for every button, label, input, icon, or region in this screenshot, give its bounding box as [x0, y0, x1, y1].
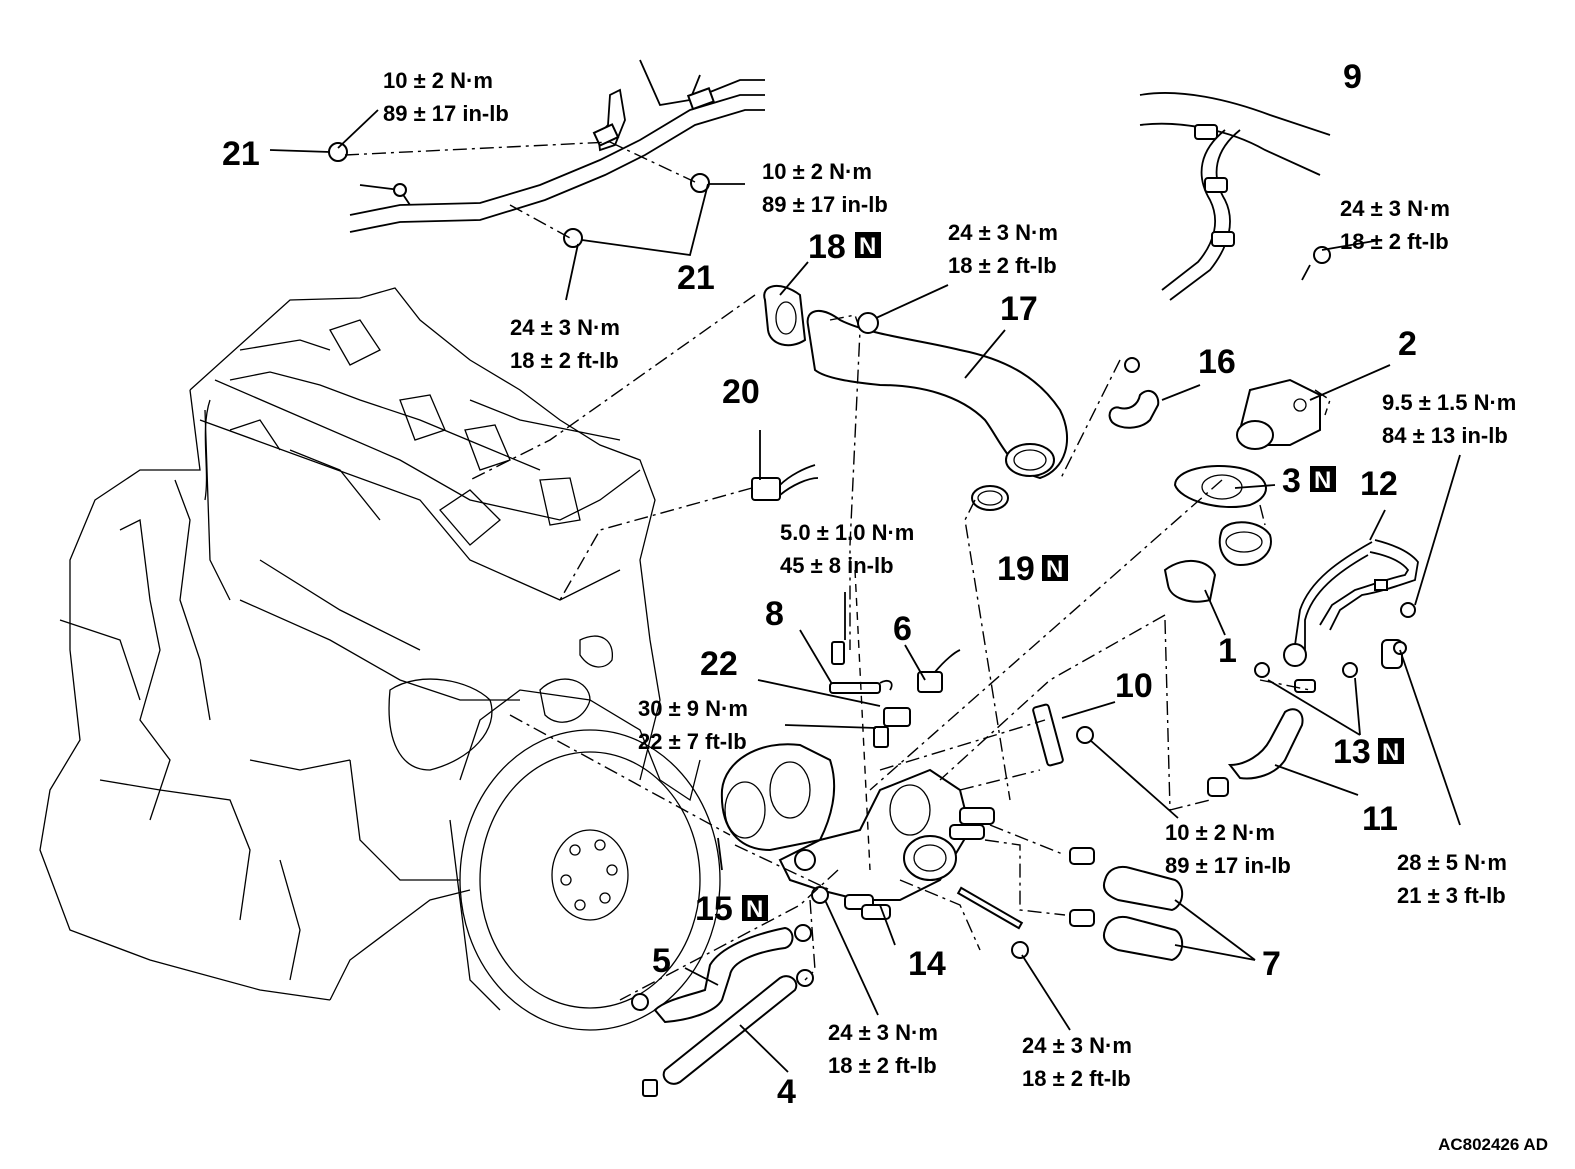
- svg-text:N: N: [859, 233, 876, 260]
- callout-14: 14: [908, 945, 946, 983]
- callout-4: 4: [777, 1073, 796, 1111]
- badge-3: N: [1310, 466, 1336, 494]
- svg-text:24 ± 3 N·m: 24 ± 3 N·m: [1340, 196, 1450, 221]
- torque-spec-5: 24 ± 3 N·m 18 ± 2 ft-lb: [1340, 196, 1450, 254]
- callout-17: 17: [1000, 290, 1038, 328]
- badge-18: N: [855, 232, 881, 260]
- svg-text:18 ± 2 ft-lb: 18 ± 2 ft-lb: [948, 253, 1057, 278]
- svg-text:N: N: [1046, 556, 1063, 583]
- svg-text:30 ± 9 N·m: 30 ± 9 N·m: [638, 696, 748, 721]
- svg-text:28 ± 5 N·m: 28 ± 5 N·m: [1397, 850, 1507, 875]
- assembly-lines: [344, 141, 1331, 1001]
- figure-id: AC802426 AD: [1438, 1135, 1548, 1154]
- callout-6: 6: [893, 610, 912, 648]
- hose-11: [1207, 708, 1304, 797]
- sensors-and-brackets: [751, 464, 961, 748]
- callout-3: 3: [1282, 462, 1301, 500]
- callout-5: 5: [652, 942, 671, 980]
- svg-text:10 ± 2 N·m: 10 ± 2 N·m: [762, 159, 872, 184]
- torque-spec-6: 9.5 ± 1.5 N·m 84 ± 13 in-lb: [1382, 390, 1516, 448]
- svg-text:22 ± 7 ft-lb: 22 ± 7 ft-lb: [638, 729, 747, 754]
- svg-text:N: N: [746, 896, 763, 923]
- torque-spec-9: 10 ± 2 N·m 89 ± 17 in-lb: [1165, 820, 1291, 878]
- bolts: [328, 142, 710, 248]
- callout-7: 7: [1262, 945, 1281, 983]
- torque-spec-4: 24 ± 3 N·m 18 ± 2 ft-lb: [948, 220, 1058, 278]
- callout-9: 9: [1343, 58, 1362, 96]
- svg-text:N: N: [1314, 467, 1331, 494]
- radiator-hoses-7: [956, 847, 1184, 962]
- engine-assembly-illustration: [39, 287, 721, 1031]
- water-inlet-fitting: [720, 703, 1094, 920]
- torque-spec-3: 24 ± 3 N·m 18 ± 2 ft-lb: [510, 315, 620, 373]
- svg-text:89 ± 17 in-lb: 89 ± 17 in-lb: [383, 101, 509, 126]
- callout-10: 10: [1115, 667, 1153, 705]
- svg-text:89 ± 17 in-lb: 89 ± 17 in-lb: [1165, 853, 1291, 878]
- callout-22: 22: [700, 645, 738, 683]
- svg-text:N: N: [1382, 739, 1399, 766]
- svg-text:45 ± 8 in-lb: 45 ± 8 in-lb: [780, 553, 894, 578]
- svg-text:24 ± 3 N·m: 24 ± 3 N·m: [948, 220, 1058, 245]
- callout-13: 13: [1333, 733, 1371, 771]
- svg-text:9.5 ± 1.5 N·m: 9.5 ± 1.5 N·m: [1382, 390, 1516, 415]
- torque-spec-2: 10 ± 2 N·m 89 ± 17 in-lb: [762, 159, 888, 217]
- callout-12: 12: [1360, 465, 1398, 503]
- torque-spec-12: 24 ± 3 N·m 18 ± 2 ft-lb: [1022, 1033, 1132, 1091]
- water-outlet-pipe: [763, 285, 1069, 511]
- torque-spec-10: 28 ± 5 N·m 21 ± 3 ft-lb: [1397, 850, 1507, 908]
- svg-text:21 ± 3 ft-lb: 21 ± 3 ft-lb: [1397, 883, 1506, 908]
- torque-spec-7: 5.0 ± 1.0 N·m 45 ± 8 in-lb: [780, 520, 914, 578]
- svg-text:18 ± 2 ft-lb: 18 ± 2 ft-lb: [510, 348, 619, 373]
- svg-text:18 ± 2 ft-lb: 18 ± 2 ft-lb: [1022, 1066, 1131, 1091]
- svg-text:18 ± 2 ft-lb: 18 ± 2 ft-lb: [828, 1053, 937, 1078]
- small-hose-16: [1108, 357, 1160, 429]
- badge-13: N: [1378, 738, 1404, 766]
- svg-text:24 ± 3 N·m: 24 ± 3 N·m: [828, 1020, 938, 1045]
- svg-text:84 ± 13 in-lb: 84 ± 13 in-lb: [1382, 423, 1508, 448]
- torque-specs: 10 ± 2 N·m 89 ± 17 in-lb 10 ± 2 N·m 89 ±…: [383, 68, 1516, 1091]
- svg-text:5.0 ± 1.0 N·m: 5.0 ± 1.0 N·m: [780, 520, 914, 545]
- callout-21-center: 21: [677, 259, 715, 297]
- heater-hose-assembly: [1139, 92, 1331, 301]
- torque-spec-8: 30 ± 9 N·m 22 ± 7 ft-lb: [638, 696, 748, 754]
- callout-1: 1: [1218, 632, 1237, 670]
- callout-20: 20: [722, 373, 760, 411]
- water-pipe-12: [1254, 539, 1419, 693]
- svg-text:10 ± 2 N·m: 10 ± 2 N·m: [1165, 820, 1275, 845]
- svg-text:10 ± 2 N·m: 10 ± 2 N·m: [383, 68, 493, 93]
- new-part-badges: N N N N N: [742, 232, 1404, 923]
- callout-labels: 1 2 3 4 5 6 7 8 9 10 11 12 13 14 15 16 1…: [222, 58, 1417, 1111]
- leader-lines: [269, 109, 1461, 1073]
- badge-19: N: [1042, 555, 1068, 583]
- thermostat-housing: [1163, 246, 1331, 603]
- callout-21-left: 21: [222, 135, 260, 173]
- bypass-hoses: [631, 886, 829, 1097]
- torque-spec-11: 24 ± 3 N·m 18 ± 2 ft-lb: [828, 1020, 938, 1078]
- callout-8: 8: [765, 595, 784, 633]
- torque-spec-1: 10 ± 2 N·m 89 ± 17 in-lb: [383, 68, 509, 126]
- svg-text:24 ± 3 N·m: 24 ± 3 N·m: [1022, 1033, 1132, 1058]
- callout-16: 16: [1198, 343, 1236, 381]
- callout-18: 18: [808, 228, 846, 266]
- callout-19: 19: [997, 550, 1035, 588]
- svg-text:89 ± 17 in-lb: 89 ± 17 in-lb: [762, 192, 888, 217]
- callout-2: 2: [1398, 325, 1417, 363]
- callout-11: 11: [1362, 800, 1398, 838]
- callout-15: 15: [695, 890, 733, 928]
- svg-text:24 ± 3 N·m: 24 ± 3 N·m: [510, 315, 620, 340]
- svg-text:18 ± 2 ft-lb: 18 ± 2 ft-lb: [1340, 229, 1449, 254]
- badge-15: N: [742, 895, 768, 923]
